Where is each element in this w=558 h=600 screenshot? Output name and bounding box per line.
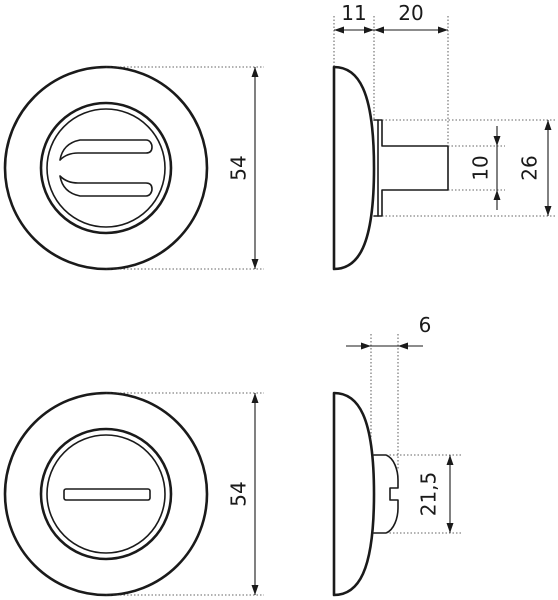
top-diameter-dimension: 54 (106, 66, 264, 270)
top-thickness-dimension: 11 (333, 1, 375, 120)
top-spindle-width-label: 10 (469, 155, 493, 180)
top-boss-diameter-label: 26 (518, 155, 542, 180)
top-spindle-length-label: 20 (398, 1, 423, 25)
top-side-view (332, 65, 449, 271)
top-spindle-width-dimension: 10 (448, 126, 505, 210)
bottom-front-view (3, 391, 209, 597)
bottom-thickness-dimension: 6 (346, 313, 431, 470)
top-diameter-label: 54 (227, 155, 251, 180)
top-thickness-label: 11 (341, 1, 366, 25)
bottom-diameter-dimension: 54 (106, 392, 264, 596)
bottom-thickness-label: 6 (419, 313, 432, 337)
top-spindle-length-dimension: 20 (374, 1, 449, 146)
top-front-view (3, 65, 209, 271)
bottom-knob-height-dimension: 21,5 (386, 454, 462, 534)
bottom-side-view (332, 391, 399, 597)
bottom-knob-height-label: 21,5 (417, 472, 441, 517)
top-boss-diameter-dimension: 26 (382, 119, 555, 217)
bottom-diameter-label: 54 (227, 481, 251, 506)
